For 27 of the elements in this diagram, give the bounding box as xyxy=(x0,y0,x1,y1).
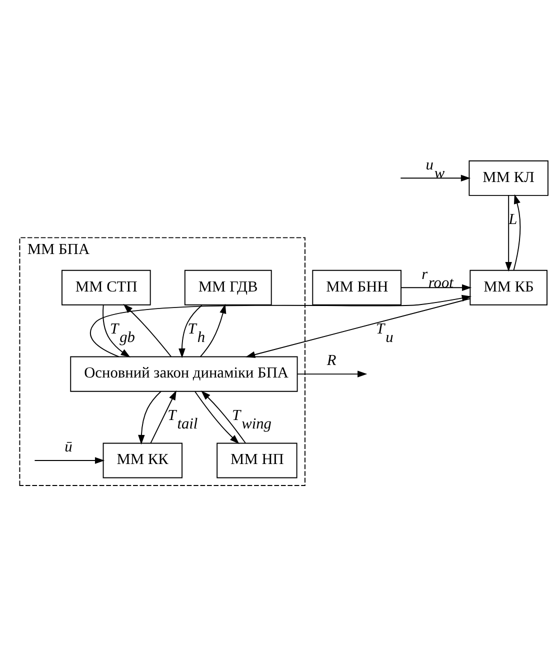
arrow xyxy=(194,390,240,444)
arrow xyxy=(200,303,226,357)
node-box: ММ СТП xyxy=(62,269,151,305)
node-box: ММ КБ xyxy=(470,269,548,305)
arrow xyxy=(400,284,472,290)
arrow xyxy=(90,294,472,357)
arrow xyxy=(400,174,471,181)
arrow xyxy=(34,456,105,464)
arrow xyxy=(246,298,471,358)
edge-label: ū xyxy=(64,438,72,456)
edge-label: R xyxy=(326,352,336,369)
arrow xyxy=(513,194,521,270)
edge-label: L xyxy=(508,210,518,228)
node-box: ММ КК xyxy=(102,442,183,478)
node-box: Основний закон динаміки БПА xyxy=(70,356,298,392)
arrow xyxy=(102,304,130,357)
node-box: ММ НП xyxy=(216,442,298,478)
node-box: ММ ГДВ xyxy=(184,269,272,305)
node-box: ММ БНН xyxy=(312,269,402,305)
arrow xyxy=(505,194,512,272)
arrow xyxy=(138,390,162,444)
arrow xyxy=(178,304,202,358)
node-box: ММ КЛ xyxy=(468,160,548,196)
arrow xyxy=(296,370,368,377)
arrow xyxy=(201,390,246,443)
arrow xyxy=(123,303,172,357)
arrow xyxy=(150,390,176,444)
